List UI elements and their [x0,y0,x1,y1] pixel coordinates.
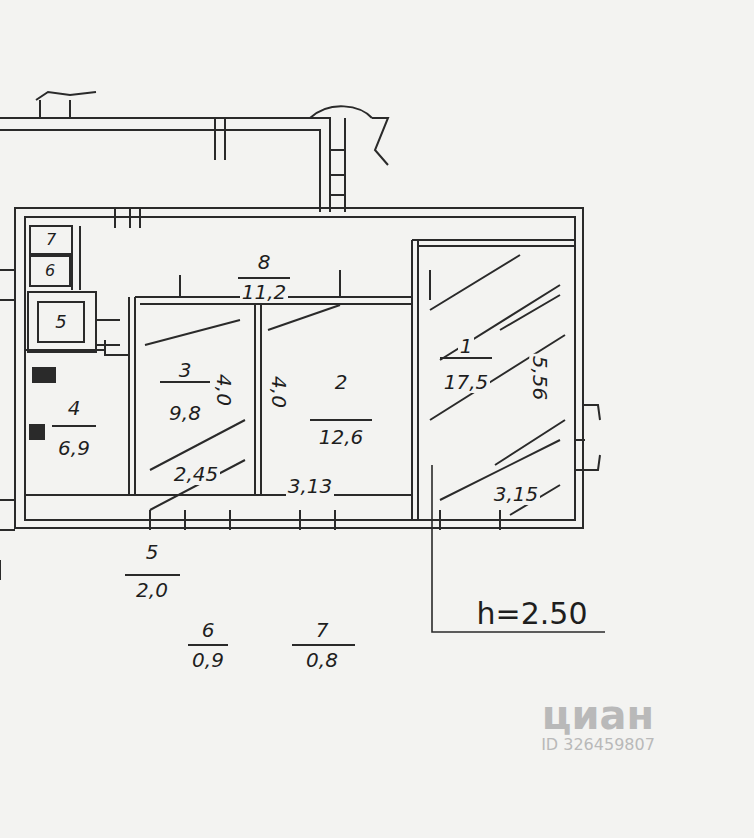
room-number: 5 [144,541,161,563]
room-area: 9,8 [167,402,203,424]
room-number: 2 [333,371,350,393]
room-area: 12,6 [317,426,366,448]
watermark: ID 326459807 [539,736,657,754]
room-number: 6 [45,263,55,279]
room-number: 1 [458,335,475,357]
dimension: 2,45 [172,463,221,485]
watermark: циан [540,694,656,736]
room-number: 6 [200,619,217,641]
corridor-box: 811,2 [140,218,412,296]
dimension: 4,0 [213,372,235,408]
room-number: 8 [256,251,273,273]
room-area: 17,5 [442,371,491,393]
dimension: 4,0 [268,374,290,410]
room-area: 0,8 [304,649,340,671]
room-number: 3 [177,359,194,381]
room-box: 6 [30,256,70,286]
room-area: 0,9 [190,649,226,671]
room-number: 5 [55,313,66,331]
ceiling-height: h=2.50 [475,598,590,630]
room-number: 4 [66,397,83,419]
room-number: 7 [314,619,331,641]
room-area: 6,9 [56,437,92,459]
room-number: 7 [46,232,56,248]
dimension: 5,56 [529,354,551,403]
room-box: 46,9 [26,356,128,494]
room-area: 2,0 [134,579,170,601]
dimension: 3,13 [286,475,335,497]
room-area: 11,2 [240,281,289,303]
dimension: 3,15 [492,483,541,505]
room-box: 5 [38,302,84,342]
room-box: 7 [30,226,72,254]
